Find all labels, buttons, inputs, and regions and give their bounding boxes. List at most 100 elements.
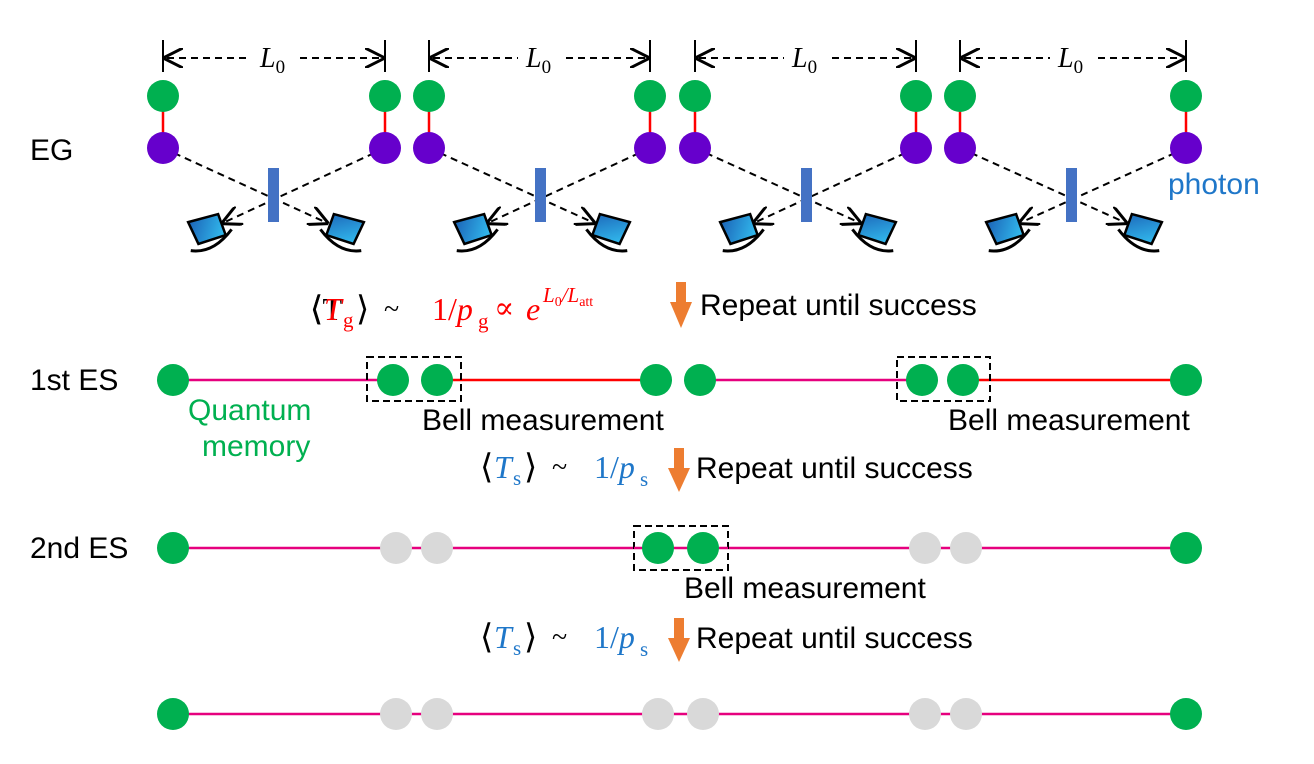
l0-span: L0 [428,40,651,78]
detector-icon [851,212,898,253]
memory-node [157,532,189,564]
svg-text:~: ~ [552,622,567,653]
bell-measurement-box [366,356,462,402]
memory-node [157,698,189,730]
detector-icon [186,212,233,253]
memory-node [1170,80,1202,112]
svg-text:1/p: 1/p [594,449,635,485]
photon-label: photon [1168,168,1260,201]
bell-measurement-label: Bell measurement [948,404,1190,437]
beam-splitter [268,168,279,222]
svg-text:⟨Tg: ⟨Tg [310,291,342,327]
eg-label: EG [30,134,73,167]
memory-node [1170,364,1202,396]
svg-text:T: T [494,619,514,655]
svg-text:⟩: ⟩ [356,291,369,328]
photon-node [413,132,445,164]
repeat-text: Repeat until success [700,289,977,322]
bell-measurement-label: Bell measurement [422,404,664,437]
inactive-node [421,532,453,564]
inactive-node [380,532,412,564]
second-es-label: 2nd ES [30,532,128,565]
l0-label: L0 [1057,43,1083,78]
inactive-node [421,698,453,730]
repeat-text: Repeat until success [696,622,973,655]
beam-splitter [1066,168,1077,222]
memory-node [906,364,938,396]
repeat-text: Repeat until success [696,452,973,485]
detector-icon [585,212,632,253]
memory-node [947,364,979,396]
quantum-memory-label: Quantum [188,394,311,427]
memory-node [377,364,409,396]
svg-text:⟨: ⟨ [480,449,493,486]
inactive-node [380,698,412,730]
memory-node [679,80,711,112]
photon-node [147,132,179,164]
es-time-formula: ⟨ T s ⟩ ~ 1/p s [480,449,648,491]
photon-node [1170,132,1202,164]
memory-node [421,364,453,396]
svg-text:⟩: ⟩ [524,449,537,486]
l0-label: L0 [259,43,285,78]
memory-node [413,80,445,112]
detector-icon [1117,212,1164,253]
inactive-node [642,698,674,730]
l0-span: L0 [959,40,1187,78]
svg-text:∝: ∝ [494,292,514,325]
memory-node [640,364,672,396]
inactive-node [950,532,982,564]
svg-text:1/p: 1/p [594,619,635,655]
memory-node [147,80,179,112]
memory-node [1170,532,1202,564]
quantum-memory-label: memory [202,430,310,463]
memory-node [642,532,674,564]
l0-label: L0 [525,43,551,78]
beam-splitter [535,168,546,222]
l0-spans: L0 L0 L0 L0 [162,40,1187,78]
beam-splitter [801,168,812,222]
l0-span: L0 [694,40,917,78]
detector-icon [452,212,499,253]
inactive-node [909,532,941,564]
memory-node [687,532,719,564]
down-arrow-icon [668,448,690,492]
l0-label: L0 [791,43,817,78]
inactive-node [687,698,719,730]
memory-node [634,80,666,112]
first-es-label: 1st ES [30,364,118,397]
memory-node [157,364,189,396]
inactive-node [909,698,941,730]
eg-links [147,80,1202,253]
svg-text:1/p: 1/p [432,291,473,327]
svg-text:~: ~ [384,294,399,325]
svg-text:s: s [640,467,648,491]
bell-measurement-box [896,356,991,402]
svg-text:e: e [526,291,540,327]
svg-text:s: s [640,637,648,661]
memory-node [900,80,932,112]
photon-node [369,132,401,164]
svg-text:s: s [513,466,521,490]
svg-text:T: T [324,291,344,327]
svg-text:~: ~ [552,452,567,483]
svg-text:⟨: ⟨ [310,291,323,328]
svg-text:g: g [343,308,354,332]
svg-text:T: T [494,449,514,485]
svg-text:s: s [513,636,521,660]
down-arrow-icon [670,282,692,328]
bell-measurement-label: Bell measurement [684,572,926,605]
memory-node [1170,698,1202,730]
photon-node [944,132,976,164]
detector-icon [319,212,366,253]
memory-node [944,80,976,112]
detector-icon [718,212,765,253]
down-arrow-icon [668,618,690,662]
memory-node [369,80,401,112]
eg-time-formula: ⟨Tg ⟨ T g ⟩ ~ 1/p g ∝ e L0/Latt [310,283,593,333]
detector-icon [984,212,1031,253]
svg-text:⟨: ⟨ [480,619,493,656]
l0-span: L0 [162,40,386,78]
photon-node [634,132,666,164]
